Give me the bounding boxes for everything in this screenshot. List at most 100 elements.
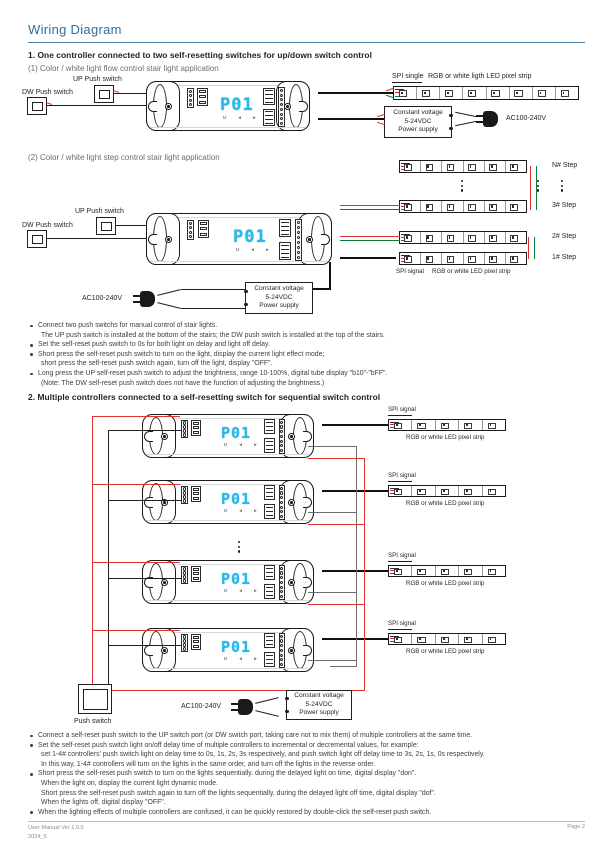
dw-push-switch-1[interactable]: [27, 97, 47, 115]
button-prev-label-s2-2: ◄: [238, 508, 243, 513]
label-ac-1: AC100-240V: [506, 115, 547, 122]
label-spi-single-1: SPI single: [392, 73, 424, 80]
power-supply-1: Constant voltage 5-24VDC Power supply: [384, 106, 453, 138]
dw-push-switch-2[interactable]: [27, 230, 47, 248]
bus-gray-tap-2: [308, 512, 357, 513]
bullet-text: Connect a self-reset push switch to the …: [38, 732, 473, 739]
psu-node-a-2: [244, 290, 248, 294]
bus-gray-bottom: [330, 666, 357, 667]
button-prev-label-s2-3: ◄: [238, 588, 243, 593]
label-spi-signal-s2-2: SPI signal: [388, 472, 416, 479]
bus-red-tap-2: [92, 484, 180, 485]
label-ac-2: AC100-240V: [82, 295, 123, 302]
footer-page-number: Page 2: [567, 824, 585, 830]
psu-node-b-1: [449, 126, 453, 130]
controller-input-terminals-s2-4: [181, 634, 188, 652]
controller-output-term-a-s2-3: [264, 565, 275, 580]
controller-output-term-a-s2-2: [264, 485, 275, 500]
label-strip-2: RGB or white LED pixel strip: [432, 268, 511, 275]
label-step-3: 3# Step: [552, 202, 577, 209]
label-up-push-switch-2: UP Push switch: [75, 208, 124, 215]
controller-output-term-b-2: [279, 242, 291, 260]
page-title: Wiring Diagram: [28, 22, 122, 37]
bullet-text-cont: Short press the self-reset push switch a…: [41, 789, 436, 797]
led-strip-step-3: [399, 200, 527, 213]
wire-step-red-n: [530, 166, 531, 210]
spi-arrow-s2-3: [388, 561, 412, 562]
controller-buttons-2[interactable]: M ◄ ►: [230, 247, 275, 252]
psu-line2-2: 5-24VDC: [265, 293, 293, 301]
bus-red-right-tap-1: [308, 458, 365, 459]
psu-node-a-s2: [285, 697, 289, 701]
controller-buttons-s2-3[interactable]: M ◄ ►: [218, 588, 263, 593]
psu-line2-1: 5-24VDC: [404, 117, 432, 125]
led-strip-step-1: [399, 252, 527, 265]
list-item: Connect two push switchs for manual cont…: [30, 321, 500, 340]
list-item: Set the self-reset push switch to 0s for…: [30, 340, 500, 350]
bullet-text-cont: When the lights off, digital display "OF…: [41, 799, 166, 807]
psu-line1-s2: Constant voltage: [294, 692, 344, 700]
button-m-label-2: M: [235, 247, 240, 252]
footer-left: User Manual Ver 1.0.0 2024_5: [28, 824, 84, 842]
bus-black-tap-1: [108, 430, 182, 431]
psu-line3-2: Power supply: [259, 302, 299, 310]
button-prev-label-s2-1: ◄: [238, 442, 243, 447]
button-next-label-s2-3: ►: [253, 588, 258, 593]
footer-divider: [28, 821, 585, 822]
ac-plug-s2: [231, 699, 255, 716]
controller-output-term-b-s2-4: [264, 652, 275, 667]
button-next-label-s2-2: ►: [253, 508, 258, 513]
bus-red-tap-1: [92, 416, 180, 417]
controller-device-1: P01 M ◄ ►: [146, 81, 310, 131]
controller-buttons-s2-4[interactable]: M ◄ ►: [218, 656, 263, 661]
step-ellipsis-wires: [537, 180, 540, 192]
spi-arrow-s2-1: [388, 415, 412, 416]
wire-ac-a-s2: [255, 697, 279, 705]
bus-black-tap-3: [108, 578, 182, 579]
controller-output-holes-1: [278, 87, 285, 127]
ac-plug-1: [476, 111, 500, 128]
controller-buttons-s2-2[interactable]: M ◄ ►: [218, 508, 263, 513]
footer-version: User Manual Ver 1.0.0: [28, 825, 84, 831]
controller-input-connector-2: [198, 220, 209, 238]
led-strip-s2-3: [388, 565, 506, 577]
step-ellipsis-labels: [561, 180, 564, 192]
controller-input-connector-s2-3: [191, 566, 201, 582]
wire-step-red-12: [528, 237, 529, 259]
controller-output-holes-2: [295, 219, 302, 261]
section-1-sub-1: (1) Color / white light flow control sta…: [28, 64, 219, 73]
button-next-label: ►: [252, 115, 257, 120]
wire-dw-switch-2: [47, 238, 146, 239]
psu-line1-2: Constant voltage: [254, 285, 304, 293]
controller-output-term-b-s2-2: [264, 504, 275, 519]
wire-green-to-step3: [340, 209, 400, 210]
controller-device-s2-3: P01 M ◄ ►: [142, 560, 314, 604]
up-push-switch-1[interactable]: [94, 85, 114, 103]
wire-spi-1: [318, 92, 394, 94]
controller-input-connector-1: [197, 88, 208, 106]
controller-buttons-s2-1[interactable]: M ◄ ►: [218, 442, 263, 447]
psu-line3-1: Power supply: [398, 126, 438, 134]
controller-output-term-a-2: [279, 219, 291, 237]
up-push-switch-2[interactable]: [96, 217, 116, 235]
label-strip-s2-4: RGB or white LED pixel strip: [406, 648, 485, 655]
controller-buttons-1[interactable]: M ◄ ►: [217, 115, 262, 120]
bullet-text-cont: When the light on, display the current l…: [41, 779, 218, 787]
bus-red-right-tap-2: [308, 524, 365, 525]
controller-notch-left: [148, 101, 157, 112]
wire-spi-bus-2: [340, 257, 396, 259]
section-1-sub-2: (2) Color / white light step control sta…: [28, 153, 220, 162]
label-spi-signal-s2-1: SPI signal: [388, 406, 416, 413]
spi-arrow-s2-2: [388, 481, 412, 482]
title-divider: [28, 42, 585, 44]
bus-red-bottom: [92, 690, 292, 691]
list-item: Short press the self-reset push switch t…: [30, 769, 530, 807]
controller-input-connector-s2-2: [191, 486, 201, 502]
controller-input-terminals-s2-3: [181, 566, 188, 584]
wire-step-green-n: [536, 166, 537, 210]
power-supply-2: Constant voltage 5-24VDC Power supply: [244, 282, 313, 314]
wire-up-switch: [114, 93, 160, 94]
push-switch-s2[interactable]: [78, 684, 112, 714]
controller-screw-right: [284, 103, 291, 110]
controller-output-term-b-s2-1: [264, 438, 275, 453]
